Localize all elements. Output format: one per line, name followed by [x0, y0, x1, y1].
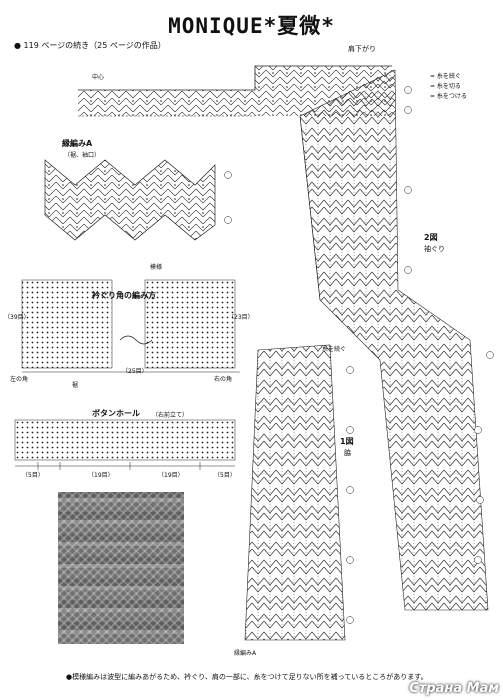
pattern-footnote: ●模様編みは波型に編みあがるため、衿ぐり、肩の一部に、糸をつけて足りない所を補っ…	[66, 673, 426, 681]
left-corner-label: 左の角	[10, 376, 29, 383]
right-corner-label: 右の角	[214, 376, 233, 383]
hem-label: 裾	[72, 382, 79, 389]
row-number-markers	[224, 86, 494, 624]
legend-item: = 糸を切る	[430, 83, 461, 90]
legend-item: = 糸をつける	[430, 93, 467, 100]
buttonhole-title: ボタンホール	[92, 409, 140, 418]
page-title: MONIQUE*夏微*	[168, 14, 335, 38]
figure-1-subtitle: 脇	[344, 449, 351, 457]
border-a-title: 縁編みA	[62, 139, 93, 148]
buttonhole-chart	[14, 419, 236, 470]
pattern-start-label: 模様	[150, 264, 163, 271]
buttonhole-subtitle: （右前立て）	[152, 412, 189, 419]
shoulder-label: 肩下がり	[348, 45, 376, 53]
connect-label: 糸を続ぐ	[322, 346, 347, 353]
neck-corner-chart	[21, 279, 240, 373]
watermark-logo: Страна Мам	[409, 681, 499, 696]
figure-2-subtitle: 袖ぐり	[424, 245, 445, 253]
border-a-subtitle: （裾、袖口）	[64, 152, 101, 159]
rows-right-label: （23目）	[228, 314, 254, 321]
side-chart	[244, 344, 346, 641]
legend-item: = 糸を続ぐ	[430, 73, 461, 80]
figure-1-label: 1図	[340, 437, 354, 446]
swatch-photo	[58, 492, 184, 644]
buttonhole-count-2: （19目）	[88, 472, 114, 479]
center-label: 中心	[92, 74, 105, 81]
rows-left-label: （39目）	[4, 314, 30, 321]
border-a-bottom-label: 縁編みA	[234, 650, 257, 657]
buttonhole-count-4: （5目）	[214, 472, 236, 479]
figure-2-label: 2図	[424, 233, 438, 242]
border-a-chart	[44, 159, 216, 241]
symbol-legend: = 糸を続ぐ = 糸を切る = 糸をつける	[430, 72, 467, 102]
skip-label: （25目）	[122, 368, 148, 375]
buttonhole-count-3: （19目）	[158, 472, 184, 479]
buttonhole-count-1: （5目）	[22, 472, 44, 479]
neck-corner-title: 衿ぐり角の編み方	[92, 291, 156, 300]
armhole-chart	[299, 69, 489, 611]
continuation-note: ● 119 ページの続き（25 ページの作品）	[14, 41, 166, 50]
